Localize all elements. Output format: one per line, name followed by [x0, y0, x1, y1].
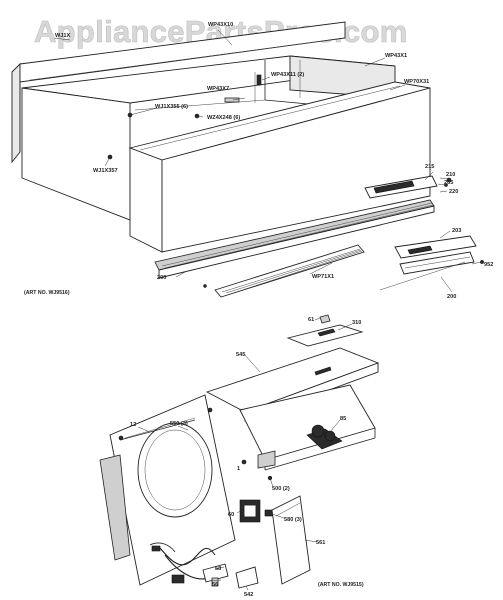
label-561: 561 [316, 540, 325, 546]
switch-block [239, 450, 276, 523]
label-210: 210 [446, 172, 455, 178]
lower-assembly: 61 310 545 85 12 550 (3) 1 500 (2) 60 58… [99, 314, 380, 598]
label-500: 500 (2) [272, 486, 290, 492]
label-580: 580 (3) [284, 517, 302, 523]
grille-insert [214, 244, 365, 298]
base-chassis [239, 384, 376, 471]
label-550: 550 (3) [170, 421, 188, 427]
control-bracket [379, 235, 477, 291]
side-access-panel [271, 495, 311, 585]
upper-assembly: WJ1X WP43X10 WP43X1 WP70X31 WP43X7 WP43X… [11, 21, 493, 300]
label-203: 203 [452, 228, 461, 234]
damper-plate [364, 175, 438, 199]
label-1: 1 [237, 466, 240, 472]
capacitor-assembly [306, 424, 343, 450]
fan-shroud [99, 394, 273, 586]
screw-icon [203, 284, 207, 288]
label-wp70x31: WP70X31 [404, 79, 429, 85]
label-12: 12 [130, 422, 136, 428]
label-85: 85 [340, 416, 346, 422]
back-panel [11, 21, 346, 164]
label-61: 61 [308, 317, 314, 323]
label-wj1x: WJ1X [55, 33, 71, 39]
label-200-right: 200 [447, 294, 456, 300]
label-58: 58 [215, 566, 221, 572]
label-wj1x355: WJ1X355 (6) [155, 104, 188, 110]
label-wp71x1: WP71X1 [312, 274, 334, 280]
label-wj1x357: WJ1X357 [93, 168, 118, 174]
cabinet-box [21, 55, 396, 221]
label-wp43x1: WP43X1 [385, 53, 407, 59]
label-wp43x10: WP43X10 [208, 22, 233, 28]
art-number-lower: (ART NO. WJ9515) [318, 582, 364, 588]
label-205: 205 [444, 180, 453, 186]
art-number-upper: (ART NO. WJ9516) [24, 290, 70, 296]
label-60: 60 [228, 512, 234, 518]
top-cover-parts [286, 314, 364, 347]
label-wp43x11: WP43X11 (2) [271, 72, 304, 78]
label-200-left: 200 [157, 275, 166, 281]
louver-track [154, 199, 435, 279]
label-220: 220 [449, 189, 458, 195]
bracket-parts [202, 563, 259, 589]
front-grille-panel [128, 81, 431, 253]
label-wz4x248: WZ4X248 (6) [207, 115, 240, 121]
label-545: 545 [236, 352, 245, 358]
label-215: 215 [425, 164, 434, 170]
label-542: 542 [244, 592, 253, 598]
label-952: 952 [484, 262, 493, 268]
label-wp43x7: WP43X7 [207, 86, 229, 92]
label-56: 56 [212, 582, 218, 588]
label-310: 310 [352, 320, 361, 326]
